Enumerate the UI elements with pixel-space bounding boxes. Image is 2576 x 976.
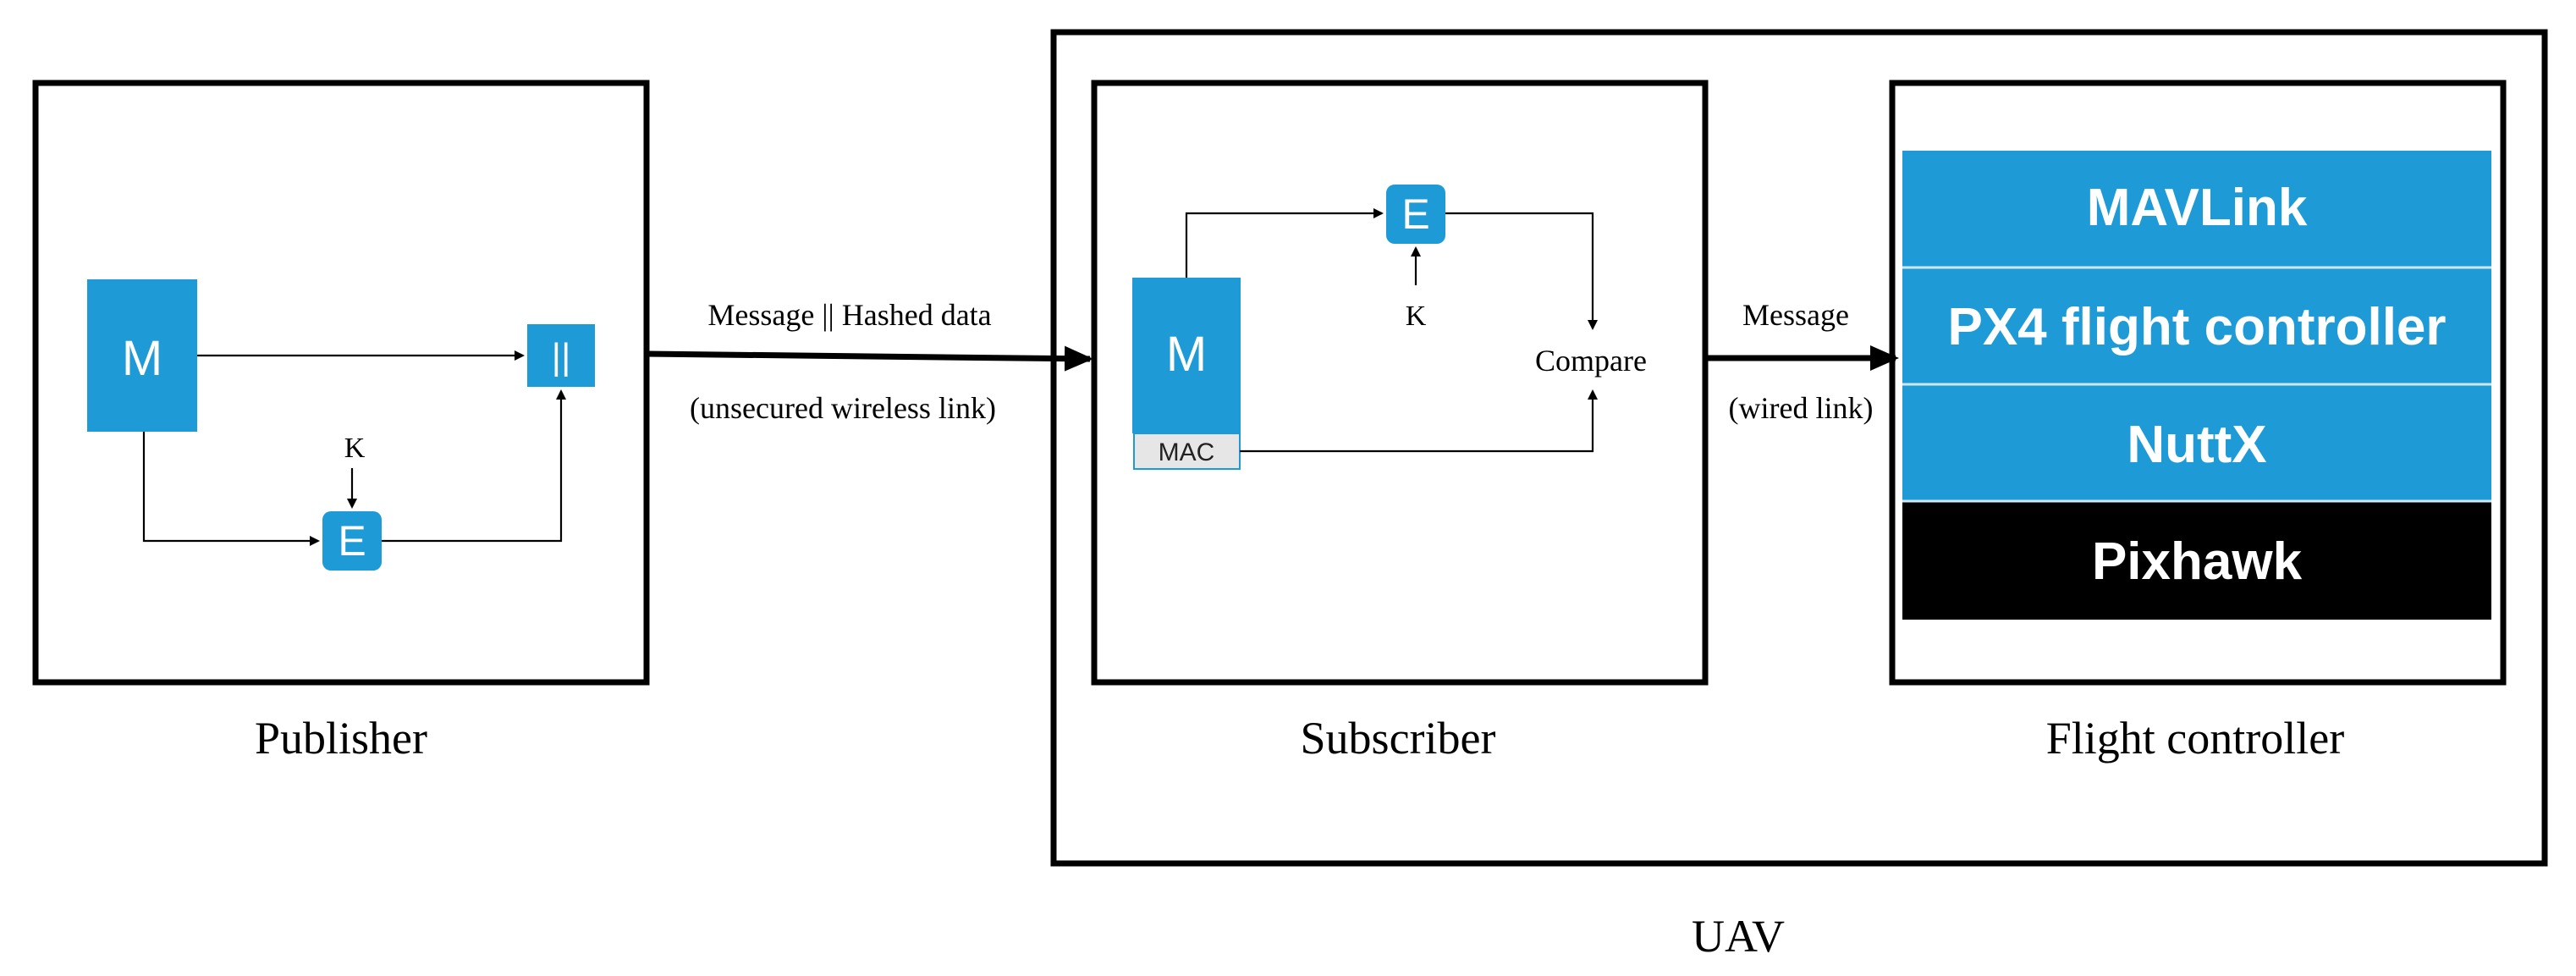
- uav-frame: [1050, 29, 2548, 867]
- wired-link-bottom-label: (wired link): [1729, 391, 1874, 425]
- software-stack: MAVLink PX4 flight controller NuttX Pixh…: [1902, 151, 2491, 620]
- subscriber-m-to-encrypt-arrow: [1185, 208, 1384, 278]
- publisher-message-block: [87, 279, 197, 432]
- subscriber-caption: Subscriber: [1301, 713, 1496, 764]
- stack-label-nuttx: NuttX: [2127, 416, 2266, 474]
- publisher-frame: [32, 80, 650, 686]
- publisher-concat-block: [527, 324, 595, 387]
- publisher-encrypt-to-concat-arrow: [382, 389, 566, 543]
- publisher-key-label: K: [344, 433, 366, 464]
- stack-layer-px4: [1902, 267, 2491, 384]
- publisher-message-label: M: [122, 331, 162, 386]
- wireless-link-top-label: Message || Hashed data: [707, 298, 991, 332]
- publisher-caption: Publisher: [255, 713, 427, 764]
- subscriber-frame: [1091, 80, 1709, 686]
- stack-layer-nuttx: [1902, 384, 2491, 501]
- publisher-encrypt-label: E: [338, 517, 366, 565]
- subscriber-mac-to-compare-arrow: [1240, 389, 1598, 453]
- subscriber-compare-label: Compare: [1535, 344, 1647, 378]
- subscriber-encrypt-label: E: [1401, 190, 1429, 238]
- uav-caption: UAV: [1692, 911, 1785, 962]
- publisher-encrypt-block: [322, 511, 382, 571]
- subscriber-mac-label: MAC: [1159, 438, 1215, 466]
- subscriber-encrypt-block: [1386, 185, 1445, 244]
- flight-controller-caption: Flight controller: [2046, 713, 2344, 764]
- wireless-link-bottom-label: (unsecured wireless link): [690, 391, 996, 425]
- stack-label-px4: PX4 flight controller: [1947, 298, 2446, 356]
- subscriber-encrypt-to-compare-arrow: [1445, 212, 1598, 330]
- publisher-m-to-encrypt-arrow: [142, 432, 320, 546]
- wired-link-top-label: Message: [1742, 298, 1849, 332]
- subscriber-message-label: M: [1166, 327, 1207, 382]
- flight-controller-frame: [1889, 80, 2507, 686]
- stack-label-pixhawk: Pixhawk: [2092, 532, 2303, 591]
- subscriber-message-block: [1132, 278, 1241, 433]
- wireless-link-arrow: [646, 345, 1093, 372]
- subscriber-key-label: K: [1406, 301, 1427, 332]
- stack-layer-pixhawk: [1902, 501, 2491, 620]
- stack-layer-mavlink: [1902, 151, 2491, 267]
- publisher-concat-label: ||: [552, 336, 571, 378]
- stack-label-mavlink: MAVLink: [2087, 179, 2308, 237]
